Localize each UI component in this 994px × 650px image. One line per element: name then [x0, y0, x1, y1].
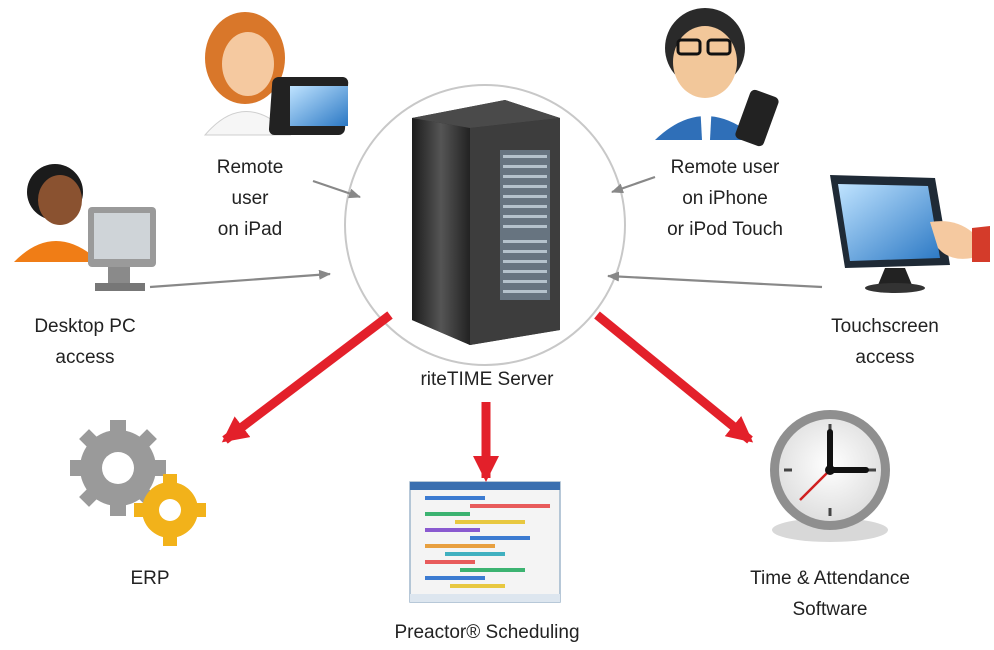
server-tower-icon	[412, 100, 560, 345]
touchscreen-icon	[830, 175, 990, 293]
arrow-iphone-to-server	[611, 175, 656, 194]
arrow-touchscreen-to-server	[607, 271, 823, 289]
label-erp: ERP	[130, 568, 170, 589]
label-desktop-pc: Desktop PC access	[34, 316, 136, 368]
clock-icon	[770, 410, 890, 542]
server-circle	[344, 84, 626, 366]
label-iphone-user: Remote user on iPhone or iPod Touch	[667, 157, 783, 240]
label-touchscreen: Touchscreen access	[831, 316, 939, 368]
arrow-ipad-to-server	[312, 179, 361, 199]
label-server: riteTIME Server	[420, 369, 554, 390]
iphone-user-icon	[655, 8, 779, 147]
arrow-server-to-erp	[221, 311, 393, 444]
preactor-screenshot-icon	[409, 481, 561, 603]
label-ipad-user: Remote user on iPad	[216, 157, 284, 240]
arrow-server-to-time	[594, 311, 754, 444]
arrow-desktop-to-server	[149, 269, 331, 289]
erp-gears-icon	[70, 420, 206, 546]
ipad-user-icon	[203, 12, 349, 136]
desktop-user-icon	[14, 164, 156, 291]
label-preactor: Preactor® Scheduling	[394, 622, 580, 643]
label-time-attendance: Time & Attendance Software	[750, 568, 910, 620]
